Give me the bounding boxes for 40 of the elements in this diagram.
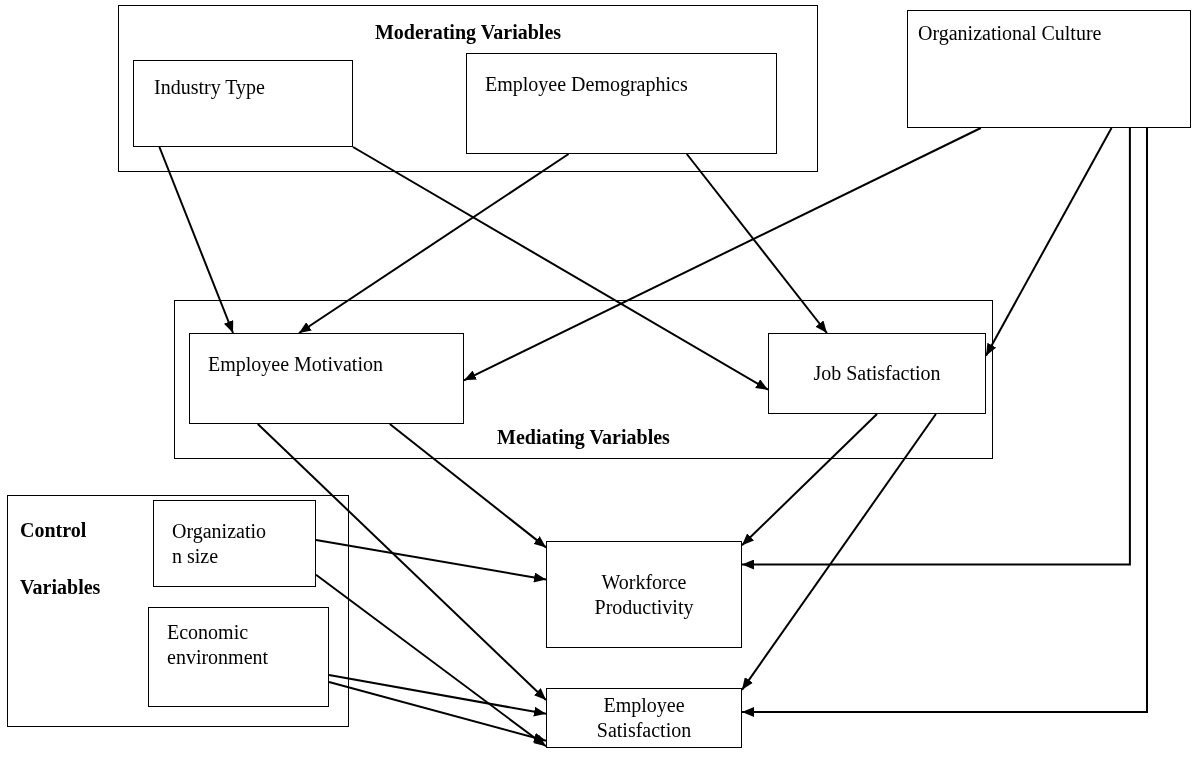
group-title: Mediating Variables <box>497 425 670 450</box>
node-label: Employee Satisfaction <box>595 693 693 743</box>
variable-box <box>148 607 329 707</box>
variable-box <box>189 333 464 424</box>
group-title: Control Variables <box>20 518 102 600</box>
arrow <box>741 413 937 691</box>
node-label: Organizational Culture <box>918 21 1102 46</box>
arrow <box>315 539 547 583</box>
node-label: Employee Demographics <box>485 72 688 97</box>
arrow <box>685 153 828 334</box>
arrow <box>741 413 878 547</box>
arrow <box>985 127 1113 357</box>
group-box <box>7 495 349 727</box>
arrow <box>741 127 1131 570</box>
arrow <box>741 127 1148 717</box>
arrow <box>352 146 769 391</box>
variable-box <box>466 53 777 154</box>
variable-box <box>768 333 986 414</box>
node-label: Employee Motivation <box>208 352 383 377</box>
node-label: Economic environment <box>167 620 270 670</box>
arrow <box>158 146 234 334</box>
variable-box <box>153 500 316 587</box>
arrow <box>463 127 982 382</box>
arrow <box>315 573 547 748</box>
variable-box <box>546 541 742 648</box>
group-box <box>174 300 993 459</box>
arrow <box>328 674 547 717</box>
arrow <box>256 423 547 701</box>
node-label: Organizatio n size <box>172 519 268 569</box>
node-label: Industry Type <box>154 75 265 100</box>
arrow <box>388 423 547 549</box>
variable-box <box>133 60 353 147</box>
group-title: Moderating Variables <box>374 20 562 45</box>
node-label: Workforce Productivity <box>593 569 695 620</box>
variable-box <box>546 688 742 748</box>
arrow <box>328 681 547 743</box>
arrow <box>298 153 570 334</box>
group-box <box>118 5 818 172</box>
node-label: Job Satisfaction <box>812 361 942 386</box>
variable-box <box>907 10 1191 128</box>
